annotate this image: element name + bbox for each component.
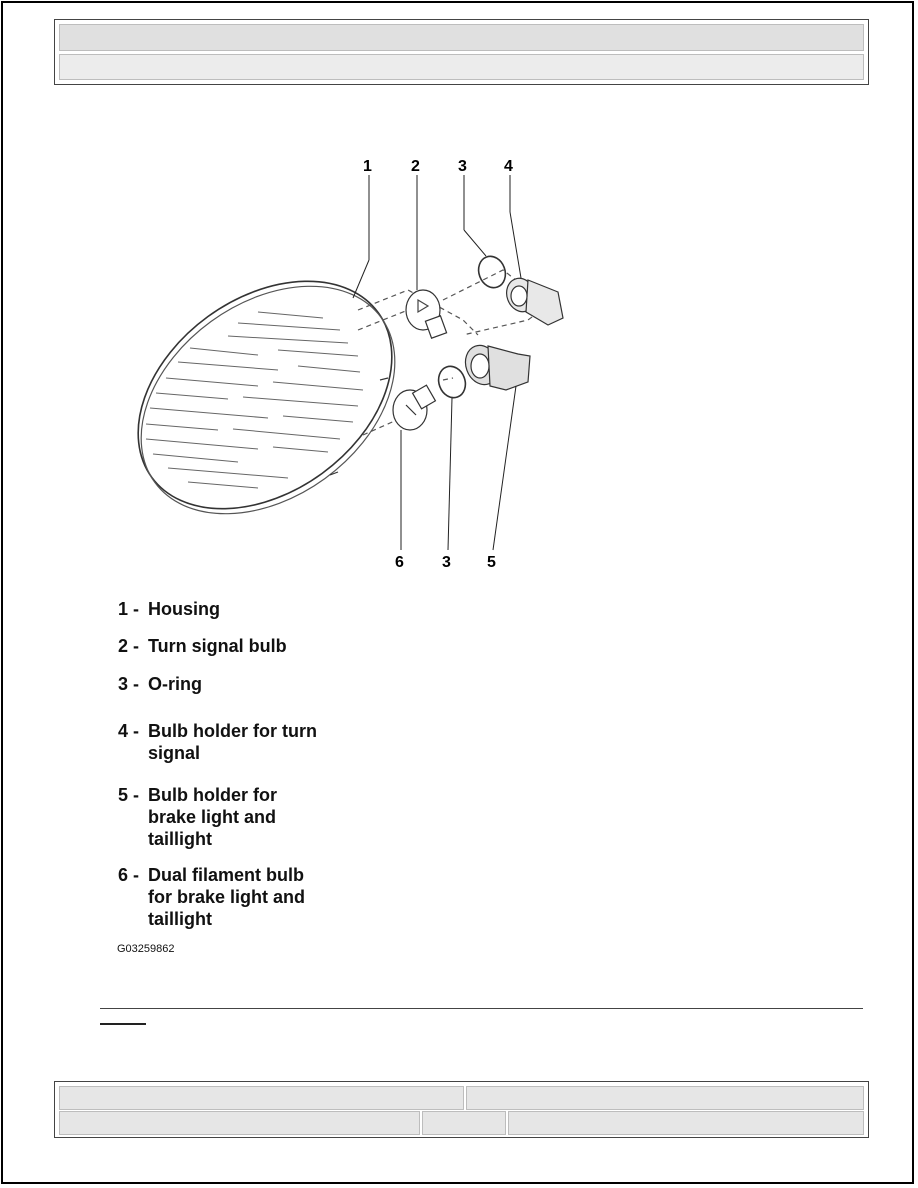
header-title-cell: [59, 24, 864, 51]
brake-taillight-bulb-holder: [464, 344, 531, 391]
legend-number: 5 -: [118, 785, 140, 805]
footer-cell-middle-bottom: [422, 1111, 506, 1135]
link-underline[interactable]: [100, 1023, 146, 1025]
legend-text: Turn signal bulb: [148, 636, 287, 656]
footer-table: [54, 1081, 869, 1138]
callout-3-top: 3: [458, 158, 467, 175]
legend-text-line3: taillight: [148, 829, 212, 849]
housing-rim: [140, 285, 396, 515]
o-ring-upper: [477, 255, 507, 289]
footer-cell-right-top: [466, 1086, 864, 1110]
section-divider: [100, 1008, 863, 1009]
o-ring-lower: [437, 365, 467, 399]
housing-lens: [137, 280, 393, 510]
legend-text-line3: taillight: [148, 909, 212, 929]
legend-text: Housing: [148, 599, 220, 619]
legend-text: Bulb holder for turn: [148, 721, 317, 741]
callout-3-bottom: 3: [442, 554, 451, 571]
footer-cell-right-bottom: [508, 1111, 864, 1135]
figure-code: G03259862: [117, 943, 175, 955]
legend-number: 2 -: [118, 636, 140, 656]
legend-number: 1 -: [118, 599, 140, 619]
footer-cell-left-bottom: [59, 1111, 420, 1135]
legend-text-line2: signal: [148, 743, 201, 763]
legend-text-line2: brake light and: [148, 807, 277, 827]
legend-number: 6 -: [118, 865, 140, 885]
legend-text: Bulb holder for: [148, 785, 277, 805]
tail-light-exploded-figure: 1 2 3 4 6 3 5: [108, 150, 578, 580]
callout-6: 6: [395, 554, 404, 571]
header-table: [54, 19, 869, 85]
legend-text-line2: for brake light and: [148, 887, 306, 907]
turn-signal-bulb-holder: [506, 277, 564, 326]
header-subtitle-cell: [59, 54, 864, 80]
turn-signal-bulb: [405, 289, 448, 339]
callout-2: 2: [411, 158, 420, 175]
tail-light-diagram: [137, 175, 564, 551]
legend-number: 4 -: [118, 721, 140, 741]
footer-cell-left-top: [59, 1086, 464, 1110]
callout-5: 5: [487, 554, 496, 571]
dual-filament-bulb: [392, 384, 437, 431]
callout-4: 4: [504, 158, 513, 175]
legend-text: Dual filament bulb: [148, 865, 305, 885]
callout-1: 1: [363, 158, 372, 175]
legend-text: O-ring: [148, 674, 202, 694]
legend-number: 3 -: [118, 674, 140, 694]
